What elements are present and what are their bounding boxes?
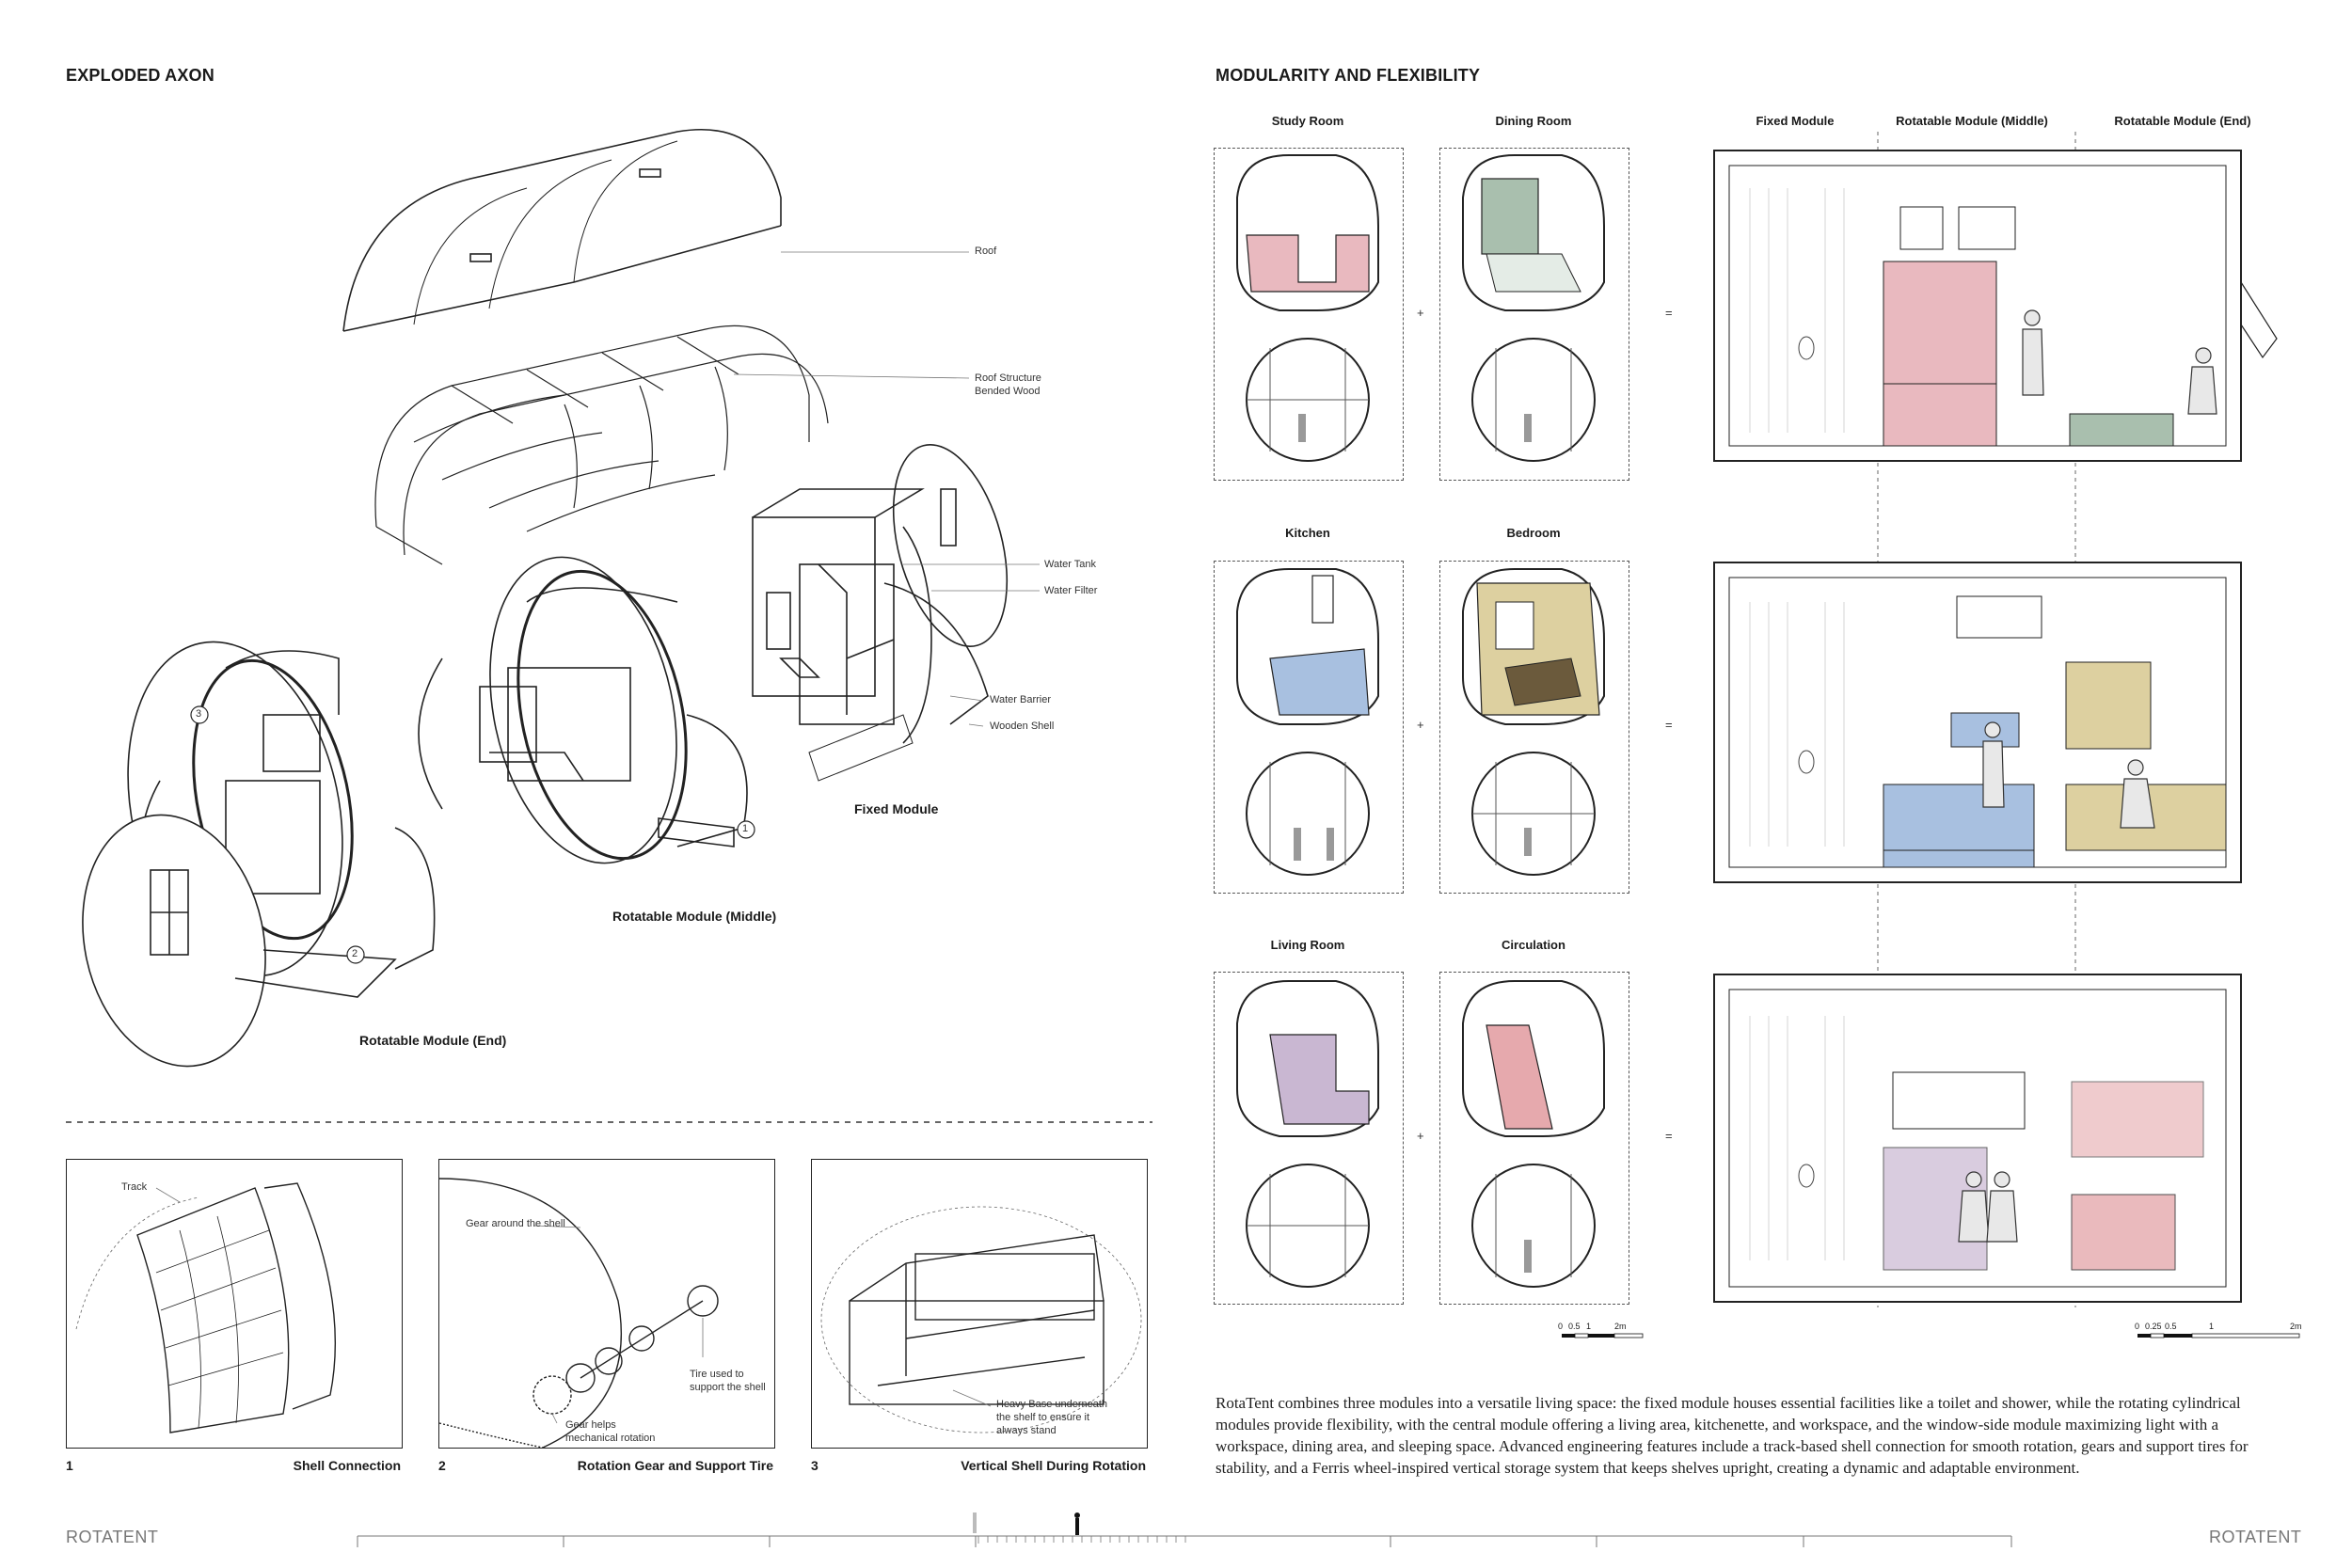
- footer-left-title: ROTATENT: [66, 1528, 159, 1546]
- note-gear-helps-1: Gear helps: [565, 1419, 616, 1431]
- callout-3: 3: [196, 708, 202, 720]
- detail-shell-connection: Track: [66, 1159, 403, 1449]
- detail-2-number: 2: [438, 1458, 446, 1473]
- exploded-axon-drawing: [66, 128, 1152, 1123]
- col-fixed-module: Fixed Module: [1756, 114, 1835, 128]
- label-wooden-shell: Wooden Shell: [990, 721, 1055, 732]
- row3-circulation-label: Circulation: [1502, 938, 1565, 952]
- detail-1-title: Shell Connection: [293, 1458, 401, 1473]
- living-room-box: [1214, 972, 1404, 1305]
- col-middle-module: Rotatable Module (Middle): [1896, 114, 2048, 128]
- label-roof: Roof: [975, 245, 997, 257]
- exploded-axon-title: EXPLODED AXON: [66, 66, 215, 85]
- col-end-module: Rotatable Module (End): [2114, 114, 2251, 128]
- label-water-tank: Water Tank: [1044, 559, 1097, 570]
- note-tire-1: Tire used to: [690, 1369, 744, 1380]
- row3-living-label: Living Room: [1270, 938, 1345, 952]
- scale2-025: 0.25: [2145, 1322, 2162, 1331]
- circulation-box: [1439, 972, 1629, 1305]
- study-room-box: [1214, 148, 1404, 481]
- detail-vertical-shell: Heavy Base underneath the shelf to ensur…: [811, 1159, 1148, 1449]
- scale2-1: 1: [2209, 1322, 2215, 1331]
- callout-1: 1: [742, 823, 749, 834]
- row1-study-label: Study Room: [1271, 114, 1344, 128]
- plus-row3: +: [1417, 1129, 1424, 1143]
- label-fixed-module: Fixed Module: [854, 801, 939, 816]
- note-heavy-base-3: always stand: [996, 1425, 1057, 1436]
- kitchen-box: [1214, 561, 1404, 894]
- bedroom-box: [1439, 561, 1629, 894]
- scale1-05: 0.5: [1568, 1322, 1581, 1331]
- plus-row1: +: [1417, 306, 1424, 320]
- footer-right-title: ROTATENT: [2209, 1528, 2302, 1546]
- dining-room-box: [1439, 148, 1629, 481]
- equals-row1: =: [1665, 306, 1673, 320]
- detail-rotation-gear: Gear around the shell Tire used to suppo…: [438, 1159, 775, 1449]
- project-description: RotaTent combines three modules into a v…: [1216, 1394, 2249, 1477]
- label-water-filter: Water Filter: [1044, 585, 1098, 596]
- equals-row2: =: [1665, 718, 1673, 732]
- note-heavy-base-1: Heavy Base underneath: [996, 1399, 1108, 1410]
- row2-kitchen-label: Kitchen: [1285, 526, 1330, 540]
- modularity-title: MODULARITY AND FLEXIBILITY: [1216, 66, 1481, 85]
- plus-row2: +: [1417, 718, 1424, 732]
- detail-3-number: 3: [811, 1458, 818, 1473]
- scale1-1: 1: [1586, 1322, 1592, 1331]
- label-water-barrier: Water Barrier: [990, 694, 1051, 705]
- detail-1-number: 1: [66, 1458, 73, 1473]
- scale2-2m: 2m: [2290, 1322, 2302, 1331]
- equals-row3: =: [1665, 1129, 1673, 1143]
- scale1-2m: 2m: [1614, 1322, 1627, 1331]
- note-track: Track: [121, 1181, 148, 1193]
- row2-bedroom-label: Bedroom: [1506, 526, 1561, 540]
- scale1-0: 0: [1558, 1322, 1564, 1331]
- label-middle-module: Rotatable Module (Middle): [612, 909, 777, 924]
- scale2-05: 0.5: [2165, 1322, 2177, 1331]
- detail-3-title: Vertical Shell During Rotation: [961, 1458, 1146, 1473]
- note-gear-helps-2: mechanical rotation: [565, 1433, 656, 1444]
- note-tire-2: support the shell: [690, 1382, 766, 1393]
- note-heavy-base-2: the shelf to ensure it: [996, 1412, 1090, 1423]
- note-gear-around-shell: Gear around the shell: [466, 1218, 565, 1229]
- row1-dining-label: Dining Room: [1495, 114, 1572, 128]
- label-bended-wood: Bended Wood: [975, 386, 1041, 397]
- scale2-0: 0: [2135, 1322, 2140, 1331]
- detail-2-title: Rotation Gear and Support Tire: [577, 1458, 773, 1473]
- label-roof-structure: Roof Structure: [975, 372, 1041, 384]
- label-end-module: Rotatable Module (End): [359, 1033, 507, 1048]
- callout-2: 2: [352, 948, 358, 959]
